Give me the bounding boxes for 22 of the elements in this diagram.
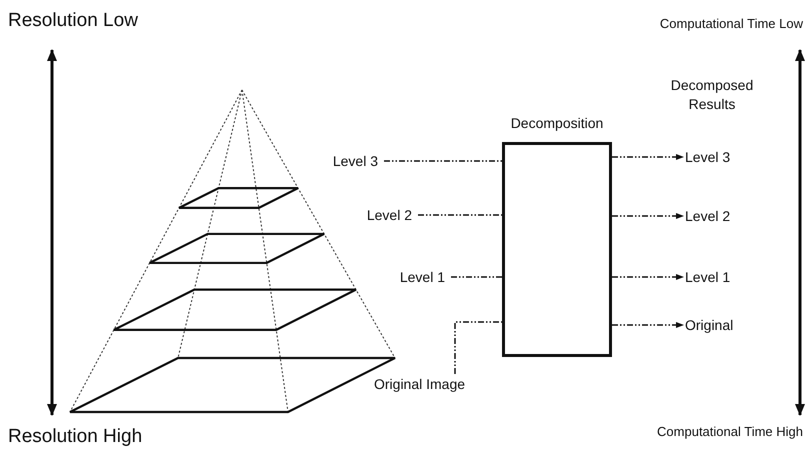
level-label: Level 2: [366, 207, 412, 223]
arrow: [612, 213, 684, 219]
level-label: Original Image: [374, 376, 466, 392]
arrow: [612, 322, 684, 328]
level-label: Level 1: [685, 269, 730, 285]
axis-label: Computational Time High: [657, 424, 803, 439]
axis-label: Computational Time Low: [660, 16, 803, 31]
connector-line: [454, 321, 502, 374]
connector-line: [384, 160, 502, 162]
level-label: Original: [685, 317, 734, 333]
connector-line: [451, 276, 502, 278]
level-label: Level 3: [332, 153, 378, 169]
axis-label: Resolution Low: [8, 10, 138, 32]
box-title: Decomposition: [510, 115, 604, 131]
axis-label: Resolution High: [8, 426, 142, 448]
column-heading: Decomposed Results: [670, 76, 754, 114]
level-label: Level 2: [685, 208, 730, 224]
level-label: Level 3: [685, 149, 730, 165]
connector-line: [418, 214, 502, 216]
arrow: [612, 274, 684, 280]
arrow: [612, 154, 684, 160]
level-label: Level 1: [400, 269, 445, 285]
